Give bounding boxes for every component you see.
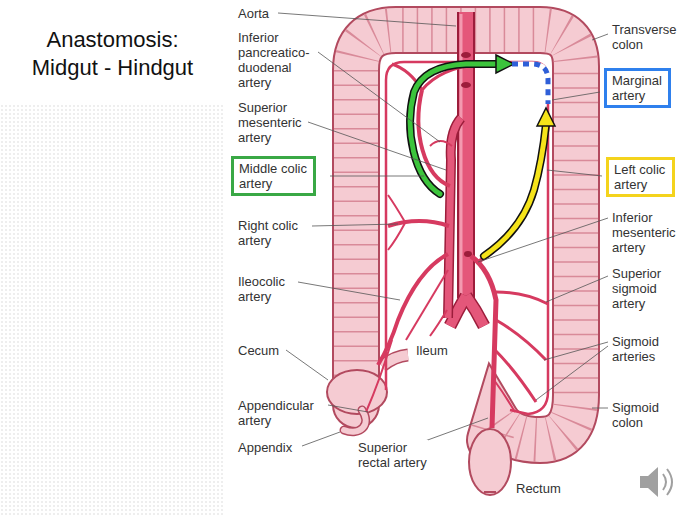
anatomy-label: Ileum: [416, 343, 449, 358]
sma-outline: [448, 118, 461, 318]
artery-branch: [388, 223, 405, 250]
appendicular-artery: [366, 340, 392, 412]
anatomy-label: Right colic artery: [238, 218, 299, 248]
speaker-icon: [640, 467, 672, 497]
box-label: Middle colic artery: [239, 161, 308, 191]
leader-line: [552, 92, 600, 100]
sound-wave: [667, 469, 672, 495]
anatomy-label: Inferior pancreatico- duodenal artery: [238, 30, 311, 90]
dash-ground: [512, 64, 548, 104]
sigmoid-artery: [494, 380, 515, 412]
box-label: Left colic artery: [614, 162, 667, 192]
ostium: [461, 82, 471, 88]
leader-line: [330, 176, 424, 177]
anatomy-label: Rectum: [516, 481, 562, 496]
leader-line: [592, 408, 608, 409]
anatomy-label: Appendicular artery: [238, 398, 315, 428]
inferior-mesenteric-artery: [471, 256, 496, 428]
highlight-box: Left colic artery: [606, 157, 675, 197]
box-label: Marginal artery: [612, 73, 663, 103]
anatomy-label: Superior sigmoid artery: [612, 266, 663, 311]
aorta: [459, 12, 473, 298]
leader-line: [536, 346, 608, 400]
anatomy-label: Superior mesenteric artery: [238, 100, 303, 145]
leader-line: [547, 170, 602, 176]
ostium: [461, 52, 471, 58]
appendix: [344, 410, 366, 432]
leader-line: [478, 218, 608, 262]
pancreaticoduodenal-artery: [430, 141, 452, 146]
anatomy-label: Aorta: [238, 6, 271, 21]
leader-line: [302, 432, 340, 446]
slide-title: Anastomosis: Midgut - Hindgut: [15, 26, 210, 82]
anatomy-label: Cecum: [238, 343, 281, 358]
anatomy-label: Sigmoid colon: [612, 400, 660, 430]
speaker-body: [640, 467, 658, 497]
leader-line: [278, 13, 456, 26]
leader-line: [312, 224, 398, 226]
sigmoid-artery: [496, 320, 546, 360]
cecum: [327, 370, 387, 414]
arrowhead: [537, 108, 555, 126]
ostium: [464, 251, 472, 257]
arrow-outline: [410, 64, 498, 194]
iliac-outline: [466, 296, 484, 326]
right-colic-artery: [388, 221, 449, 226]
leader-line: [298, 282, 400, 300]
superior-sigmoid-artery: [496, 292, 548, 304]
dotted-panel: [0, 105, 225, 515]
leader-line: [544, 342, 608, 360]
sigmoid-artery: [495, 350, 536, 402]
anatomy-label: Transverse colon: [612, 22, 678, 52]
leader-line: [592, 34, 608, 40]
anatomy-label: Appendix: [238, 440, 294, 455]
leader-line: [318, 52, 440, 142]
arrowhead: [496, 55, 514, 73]
highlight-box: Marginal artery: [604, 68, 671, 108]
leader-lines: [278, 13, 608, 446]
artery-branch: [388, 195, 405, 222]
anus: [484, 491, 496, 493]
green-arrow: [410, 64, 498, 194]
ileal-artery: [406, 270, 448, 340]
blue-dashed-line: [512, 64, 548, 104]
ileal-artery: [430, 310, 447, 336]
anatomy-label: Superior rectal artery: [358, 440, 428, 470]
arrow-outline: [484, 124, 546, 256]
leader-line: [546, 276, 608, 302]
yellow-arrow: [484, 124, 546, 256]
sound-wave: [663, 474, 666, 490]
superior-mesenteric-artery: [448, 118, 461, 318]
leader-line: [308, 122, 446, 170]
appendix-outline: [344, 410, 366, 432]
anatomy-label: Inferior mesenteric artery: [612, 210, 677, 255]
leader-line: [328, 405, 368, 412]
iliac-artery: [466, 296, 484, 326]
anatomy-label: Sigmoid arteries: [612, 334, 660, 364]
rectum: [469, 429, 511, 495]
highlight-box: Middle colic artery: [231, 156, 316, 196]
leader-line: [286, 350, 328, 380]
anatomy-label: Ileocolic artery: [238, 274, 286, 304]
